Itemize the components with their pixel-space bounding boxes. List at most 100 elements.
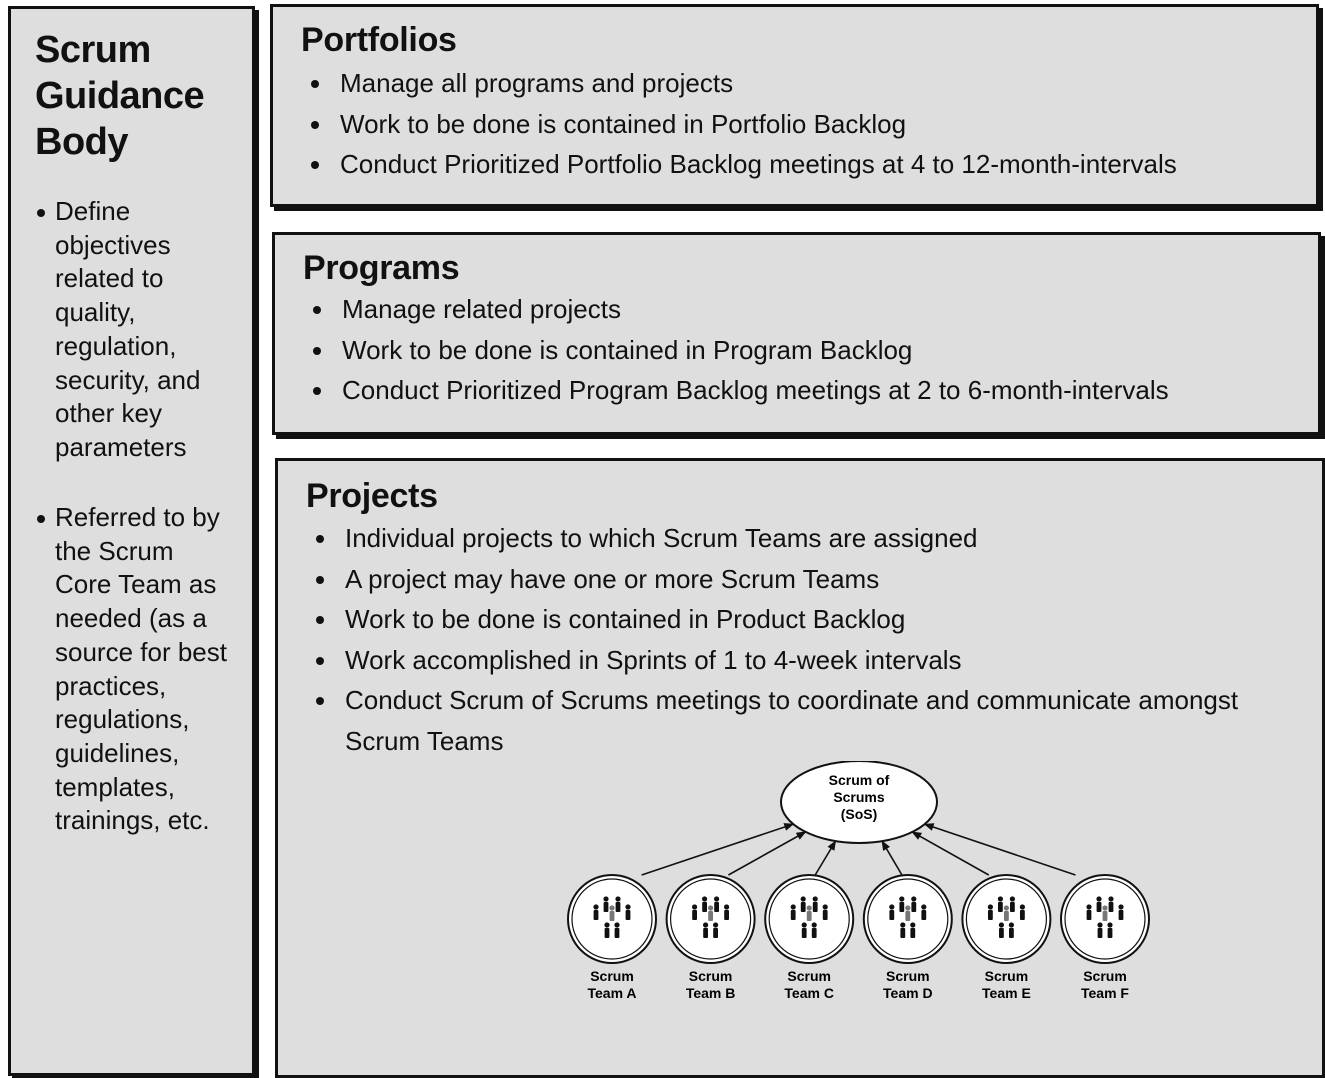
team-label-line2: Team B (686, 985, 736, 1001)
person-icon (1097, 922, 1103, 938)
list-item: Work accomplished in Sprints of 1 to 4-w… (314, 640, 1274, 681)
person-icon (998, 922, 1004, 938)
guidance-body-title-line: Scrum (35, 29, 151, 71)
list-item: A project may have one or more Scrum Tea… (314, 559, 1274, 600)
person-icon (899, 896, 905, 912)
person-icon (812, 896, 818, 912)
team-circle-inner (1064, 878, 1146, 960)
team-to-sos-arrow (911, 831, 990, 876)
list-item: Work to be done is contained in Program … (311, 330, 1169, 371)
person-icon (1107, 922, 1113, 938)
sos-label-line: (SoS) (841, 806, 878, 822)
team-label-line1: Scrum (590, 968, 634, 984)
person-icon (1003, 905, 1009, 921)
team-to-sos-arrow (881, 840, 903, 876)
sos-label-line: Scrums (833, 789, 885, 805)
person-icon (911, 896, 917, 912)
guidance-body-bullet: Referred to by the Scrum Core Team as ne… (35, 501, 235, 838)
list-item: Manage all programs and projects (309, 63, 1177, 104)
portfolios-list: Manage all programs and projects Work to… (309, 63, 1177, 185)
sos-ellipse (780, 761, 938, 844)
person-icon (921, 904, 927, 920)
guidance-body-title-line: Guidance (35, 75, 205, 117)
team-label-line1: Scrum (787, 968, 831, 984)
team-to-sos-arrow (814, 840, 837, 876)
portfolios-title: Portfolios (301, 21, 457, 59)
list-item: Conduct Scrum of Scrums meetings to coor… (314, 680, 1274, 761)
team-circle-inner (768, 878, 850, 960)
team-circle-inner (867, 878, 949, 960)
person-icon (714, 896, 720, 912)
team-to-sos-arrow (728, 831, 807, 876)
person-icon (604, 922, 610, 938)
team-label-line1: Scrum (886, 968, 930, 984)
list-item: Conduct Prioritized Program Backlog meet… (311, 370, 1169, 411)
team-label-line1: Scrum (985, 968, 1029, 984)
list-item: Manage related projects (311, 289, 1169, 330)
team-to-sos-arrow (641, 823, 795, 876)
team-label-line1: Scrum (689, 968, 733, 984)
person-icon (800, 896, 806, 912)
person-icon (1096, 896, 1102, 912)
person-icon (614, 922, 620, 938)
list-item: Work to be done is contained in Product … (314, 599, 1274, 640)
person-icon (790, 904, 796, 920)
person-icon (609, 905, 615, 921)
guidance-body-bullets-1: Define objectives related to quality, re… (35, 195, 235, 465)
person-icon (703, 922, 709, 938)
scrum-guidance-body-panel: Scrum Guidance Body Define objectives re… (8, 6, 255, 1076)
person-icon (1009, 896, 1015, 912)
person-icon (1102, 905, 1108, 921)
team-circle-inner (965, 878, 1047, 960)
person-icon (1108, 896, 1114, 912)
programs-title: Programs (303, 249, 460, 287)
team-to-sos-arrow (923, 823, 1076, 876)
sos-node: Scrum of Scrums (SoS) (780, 761, 938, 844)
list-item: Work to be done is contained in Portfoli… (309, 104, 1177, 145)
person-icon (1086, 904, 1092, 920)
sos-label-line: Scrum of (829, 772, 890, 788)
guidance-body-title: Scrum Guidance Body (35, 27, 245, 165)
team-label-line2: Team D (883, 985, 933, 1001)
team-label-line2: Team C (784, 985, 834, 1001)
portfolios-panel: Portfolios Manage all programs and proje… (270, 4, 1319, 207)
list-item: Conduct Prioritized Portfolio Backlog me… (309, 144, 1177, 185)
list-item: Individual projects to which Scrum Teams… (314, 518, 1274, 559)
guidance-body-title-line: Body (35, 121, 129, 163)
team-circle-inner (670, 878, 752, 960)
diagram-arrows (641, 823, 1076, 876)
team-label-line2: Team E (982, 985, 1031, 1001)
team-label-line1: Scrum (1083, 968, 1127, 984)
person-icon (910, 922, 916, 938)
projects-panel: Projects Individual projects to which Sc… (275, 458, 1325, 1078)
person-icon (905, 905, 911, 921)
person-icon (987, 904, 993, 920)
programs-list: Manage related projects Work to be done … (311, 289, 1169, 411)
person-icon (615, 896, 621, 912)
person-icon (625, 904, 631, 920)
person-icon (889, 904, 895, 920)
team-label-line2: Team F (1081, 985, 1129, 1001)
person-icon (603, 896, 609, 912)
person-icon (1118, 904, 1124, 920)
guidance-body-bullet: Define objectives related to quality, re… (35, 195, 235, 465)
person-icon (692, 904, 698, 920)
person-icon (1008, 922, 1014, 938)
person-icon (713, 922, 719, 938)
person-icon (702, 896, 708, 912)
person-icon (900, 922, 906, 938)
team-circle-inner (571, 878, 653, 960)
person-icon (708, 905, 714, 921)
projects-list: Individual projects to which Scrum Teams… (314, 518, 1274, 761)
projects-title: Projects (306, 477, 438, 515)
person-icon (811, 922, 817, 938)
person-icon (1019, 904, 1025, 920)
person-icon (593, 904, 599, 920)
